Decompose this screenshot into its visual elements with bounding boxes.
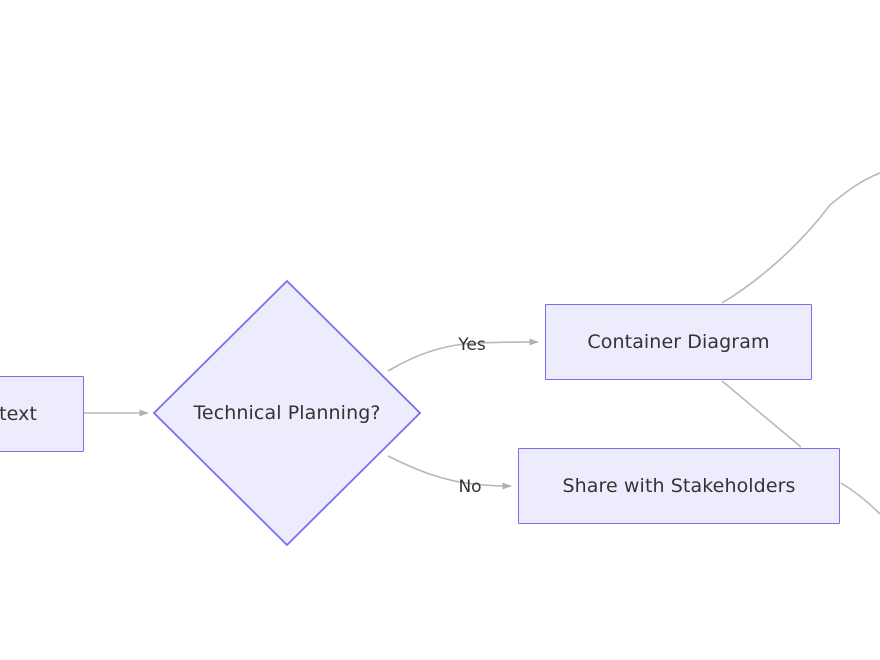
edge-label-yes: Yes (458, 335, 486, 355)
edge-label-no: No (458, 477, 482, 497)
edge-container-up-offscreen (721, 172, 880, 304)
node-share-with-stakeholders-label: Share with Stakeholders (562, 474, 796, 497)
node-share-with-stakeholders[interactable]: Share with Stakeholders (518, 448, 840, 524)
node-container-diagram-label: Container Diagram (587, 330, 770, 353)
node-technical-planning[interactable]: Technical Planning? (152, 279, 422, 547)
node-context[interactable]: ntext (0, 376, 84, 452)
node-container-diagram[interactable]: Container Diagram (545, 304, 812, 380)
edge-container-to-share (721, 380, 802, 448)
edge-planning-no (387, 455, 512, 490)
edge-share-down-offscreen (840, 482, 880, 515)
edge-planning-yes (387, 338, 539, 372)
node-context-label: ntext (0, 402, 38, 425)
node-technical-planning-label: Technical Planning? (193, 402, 381, 424)
diamond-shape-icon (152, 279, 422, 547)
